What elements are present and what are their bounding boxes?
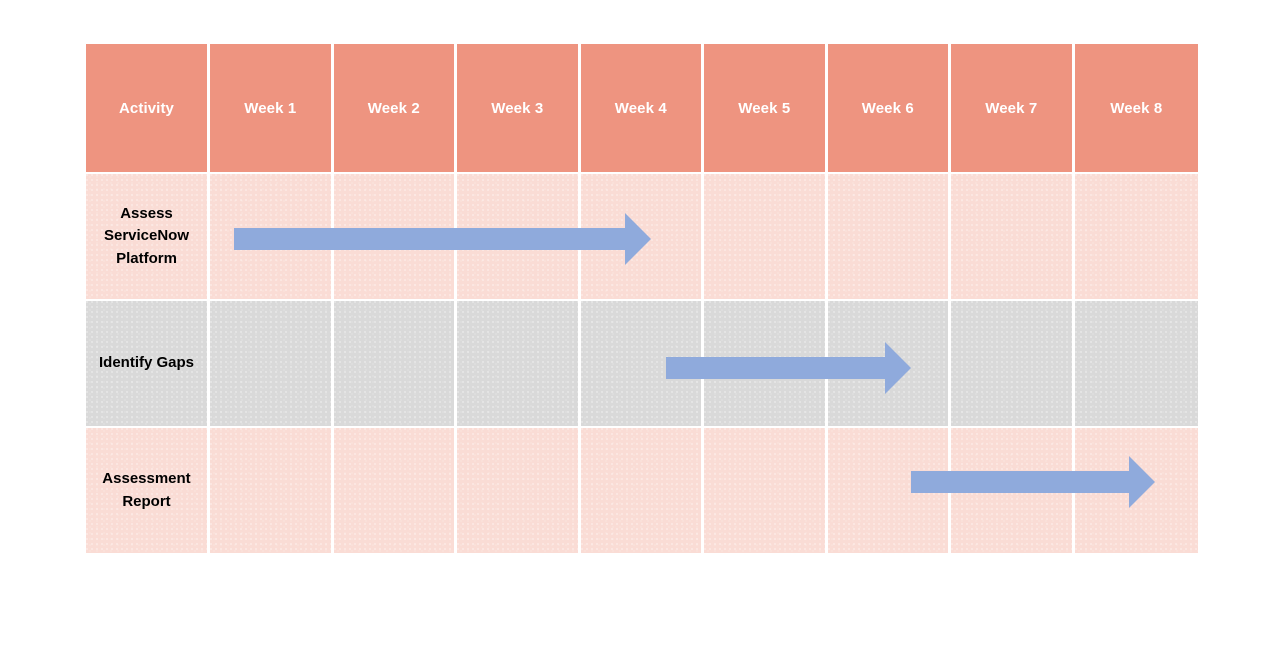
cell-identify-gaps-week-2 <box>333 301 457 426</box>
header-cell-week-5: Week 5 <box>704 44 828 172</box>
row-label-cell-assess-servicenow-platform: Assess ServiceNow Platform <box>86 174 210 299</box>
cell-assessment-report-week-7 <box>951 428 1075 553</box>
header-cell-week-1: Week 1 <box>210 44 334 172</box>
cell-identify-gaps-week-7 <box>951 301 1075 426</box>
cell-assess-servicenow-platform-week-3 <box>457 174 581 299</box>
table-row: Assess ServiceNow Platform <box>86 174 1198 299</box>
header-label-week-8: Week 8 <box>1110 99 1163 117</box>
cell-identify-gaps-week-5 <box>704 301 828 426</box>
row-divider-2 <box>86 426 1198 428</box>
gantt-header-row: Activity Week 1 Week 2 Week 3 Week 4 Wee… <box>86 44 1198 172</box>
header-divider <box>86 172 1198 174</box>
row-label-cell-assessment-report: Assessment Report <box>86 428 210 553</box>
cell-assess-servicenow-platform-week-2 <box>333 174 457 299</box>
header-label-week-2: Week 2 <box>367 99 420 117</box>
header-label-week-1: Week 1 <box>244 99 297 117</box>
table-row: Identify Gaps <box>86 301 1198 426</box>
header-label-week-7: Week 7 <box>985 99 1038 117</box>
cell-assessment-report-week-2 <box>333 428 457 553</box>
header-label-activity: Activity <box>119 99 174 117</box>
row-label-identify-gaps: Identify Gaps <box>98 354 195 372</box>
header-cell-week-7: Week 7 <box>951 44 1075 172</box>
cell-assess-servicenow-platform-week-8 <box>1074 174 1198 299</box>
row-label-assess-servicenow-platform: Assess ServiceNow Platform <box>103 204 190 267</box>
cell-assessment-report-week-8 <box>1074 428 1198 553</box>
cell-assess-servicenow-platform-week-5 <box>704 174 828 299</box>
row-divider-1 <box>86 299 1198 301</box>
header-label-week-5: Week 5 <box>738 99 791 117</box>
table-row: Assessment Report <box>86 428 1198 553</box>
header-cell-week-8: Week 8 <box>1074 44 1198 172</box>
header-cell-week-6: Week 6 <box>827 44 951 172</box>
header-cell-week-4: Week 4 <box>580 44 704 172</box>
gantt-chart: Activity Week 1 Week 2 Week 3 Week 4 Wee… <box>86 44 1198 553</box>
row-label-cell-identify-gaps: Identify Gaps <box>86 301 210 426</box>
header-label-week-4: Week 4 <box>614 99 667 117</box>
cell-identify-gaps-week-3 <box>457 301 581 426</box>
cell-assessment-report-week-6 <box>827 428 951 553</box>
cell-assessment-report-week-4 <box>580 428 704 553</box>
cell-identify-gaps-week-1 <box>210 301 334 426</box>
cell-identify-gaps-week-6 <box>827 301 951 426</box>
row-label-assessment-report: Assessment Report <box>102 470 191 510</box>
cell-assessment-report-week-1 <box>210 428 334 553</box>
header-cell-week-2: Week 2 <box>333 44 457 172</box>
cell-assess-servicenow-platform-week-4 <box>580 174 704 299</box>
header-cell-week-3: Week 3 <box>457 44 581 172</box>
cell-identify-gaps-week-4 <box>580 301 704 426</box>
header-label-week-3: Week 3 <box>491 99 544 117</box>
cell-identify-gaps-week-8 <box>1074 301 1198 426</box>
header-label-week-6: Week 6 <box>861 99 914 117</box>
cell-assessment-report-week-3 <box>457 428 581 553</box>
cell-assess-servicenow-platform-week-1 <box>210 174 334 299</box>
cell-assess-servicenow-platform-week-6 <box>827 174 951 299</box>
cell-assessment-report-week-5 <box>704 428 828 553</box>
header-cell-activity: Activity <box>86 44 210 172</box>
cell-assess-servicenow-platform-week-7 <box>951 174 1075 299</box>
